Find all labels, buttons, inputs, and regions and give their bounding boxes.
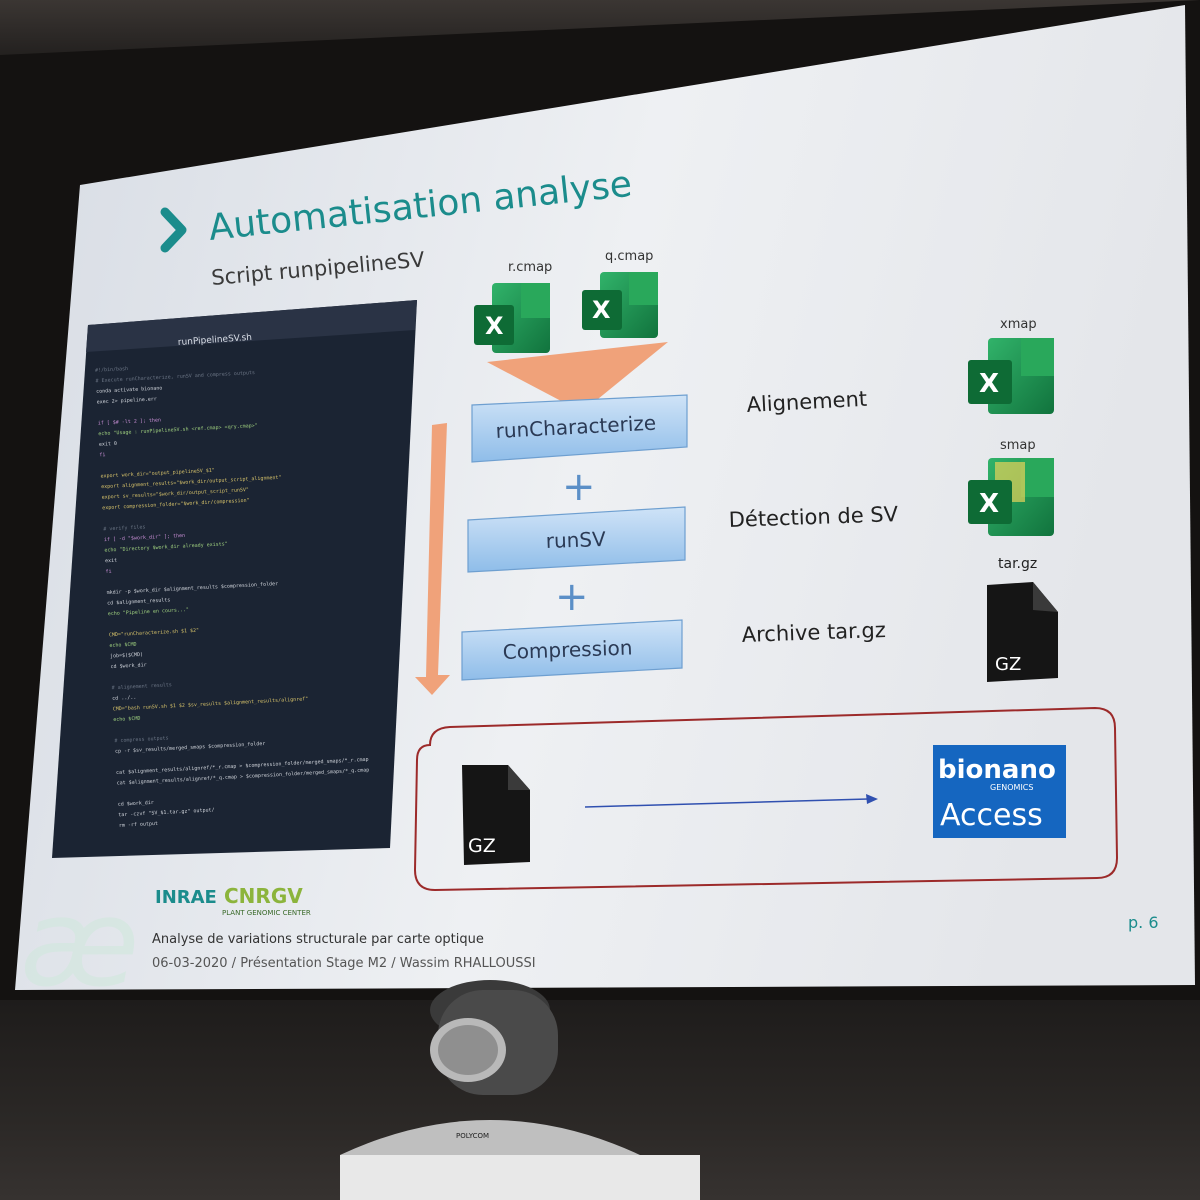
cnrgv-sub: PLANT GENOMIC CENTER: [222, 909, 311, 917]
result-archive: Archive tar.gz: [741, 618, 886, 647]
inrae-logo: INRAE: [155, 887, 217, 908]
smap-file: smap X: [968, 438, 1054, 536]
code-line: #!/bin/bash: [95, 366, 128, 374]
code-line: cd $work_dir: [110, 662, 146, 670]
code-line: conda activate bionano: [96, 385, 162, 394]
footer-author: 06-03-2020 / Présentation Stage M2 / Was…: [152, 956, 536, 971]
code-line: fi: [105, 569, 111, 575]
projected-slide: æ Automatisation analyse Script runpipel…: [0, 0, 1200, 1000]
code-line: CMD="runCharacterize.sh $1 $2": [109, 628, 200, 639]
excel-letter: X: [979, 489, 999, 519]
footer-title: Analyse de variations structurale par ca…: [152, 932, 484, 947]
code-line: cd $alignment_results: [107, 597, 170, 606]
page-number: p. 6: [1128, 913, 1159, 932]
code-line: echo $CMD: [109, 642, 136, 649]
q-cmap-label: q.cmap: [605, 249, 653, 264]
room-wall: [0, 1000, 1200, 1200]
gz-text: GZ: [995, 654, 1021, 675]
r-cmap-label: r.cmap: [508, 260, 552, 275]
code-line: cd $work_dir: [118, 800, 154, 808]
r-cmap-file: r.cmap X: [474, 260, 552, 353]
q-cmap-file: q.cmap X: [582, 249, 658, 338]
excel-letter: X: [979, 369, 999, 399]
code-line: rm -rf output: [119, 821, 158, 829]
xmap-file: xmap X: [968, 317, 1054, 414]
cnrgv-logo: CNRGV: [224, 884, 303, 908]
plus-icon: +: [555, 574, 589, 620]
bionano-name: bionano: [938, 755, 1056, 785]
upload-arrow-icon: [584, 798, 869, 808]
bionano-access: Access: [940, 798, 1043, 833]
code-line: # verify files: [103, 524, 145, 532]
xmap-label: xmap: [1000, 317, 1037, 332]
gz-text: GZ: [468, 835, 496, 857]
step-compression-label: Compression: [502, 635, 633, 664]
targz-label: tar.gz: [998, 556, 1037, 572]
watermark: æ: [20, 875, 139, 1000]
plus-icon: +: [562, 464, 596, 510]
excel-letter: X: [485, 312, 504, 340]
code-line: if [ -d "$work_dir" ]; then: [104, 533, 185, 543]
code-line: tar -czvf "SV_$1.tar.gz" output/: [118, 807, 215, 818]
excel-letter: X: [592, 296, 611, 324]
code-line: echo "Pipeline en cours...": [108, 607, 189, 617]
targz-file: tar.gz GZ: [987, 556, 1058, 682]
code-line: fi: [99, 452, 105, 458]
title-chevron-icon: [160, 207, 187, 253]
step-runcharacterize: runCharacterize: [471, 394, 688, 463]
result-detection: Détection de SV: [728, 502, 899, 532]
smap-label: smap: [1000, 438, 1036, 453]
code-line: if [ $# -lt 2 ]; then: [98, 417, 161, 426]
upload-frame: GZ bionano GENOMICS Access: [413, 706, 1119, 892]
step-compression: Compression: [461, 619, 683, 681]
step-runsv: runSV: [467, 506, 686, 573]
merge-arrow-icon: [487, 342, 668, 412]
code-line: cd ../..: [112, 695, 136, 702]
code-line: exit 0: [99, 441, 117, 448]
code-panel: runPipelineSV.sh #!/bin/bash# Execute ru…: [52, 300, 417, 858]
code-line: # alignement results: [112, 682, 172, 691]
code-line: exit: [105, 558, 117, 565]
bionano-sub: GENOMICS: [990, 783, 1033, 792]
code-line: job=$($CMD): [110, 652, 143, 660]
code-line: exec 2> pipeline.err: [97, 396, 157, 405]
code-line: export work_dir="output_pipelineSV_$1": [100, 468, 215, 480]
code-line: # compress outputs: [114, 735, 168, 744]
code-line: echo $CMD: [113, 716, 140, 723]
bionano-logo: [933, 745, 1066, 838]
flow-down-arrow-icon: [415, 423, 450, 695]
step-runsv-label: runSV: [545, 527, 606, 553]
